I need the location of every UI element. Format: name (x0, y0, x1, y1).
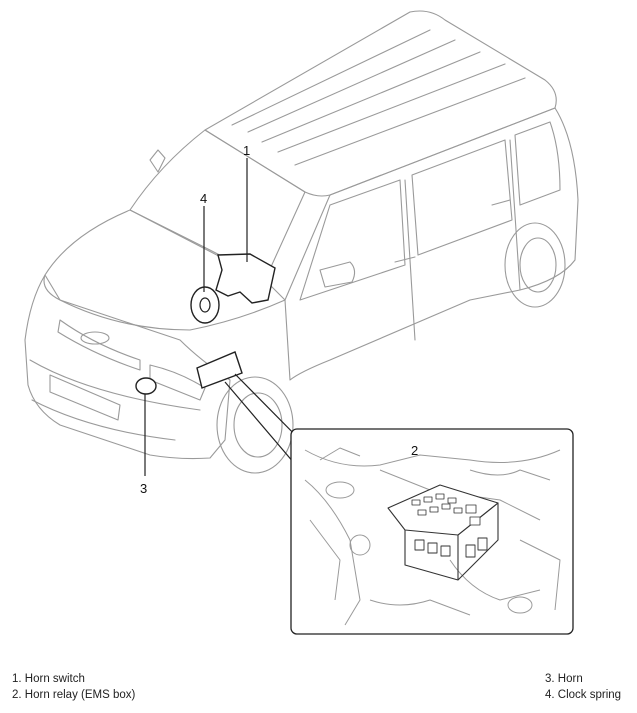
rear-wheel (504, 222, 566, 308)
legend-item-horn-switch: 1. Horn switch (12, 673, 85, 685)
door-line (509, 139, 521, 291)
lower-grille (49, 374, 121, 421)
front-wheel-inner (233, 392, 283, 458)
rear-quarter-window (514, 121, 561, 206)
door-handle (491, 199, 511, 206)
front-wheel (216, 376, 294, 474)
roof-rib (294, 77, 526, 166)
hood (43, 209, 286, 331)
bumper-line (31, 399, 176, 441)
callout-1: 1 (243, 143, 251, 158)
side-body (284, 107, 579, 381)
headlight (149, 364, 206, 401)
zoom-line (224, 381, 301, 471)
legend-item-horn: 3. Horn (545, 673, 583, 685)
vehicle-illustration (24, 10, 579, 635)
front-face (24, 274, 231, 460)
door-handle (394, 256, 416, 263)
side-mirror (319, 261, 356, 288)
upper-grille (57, 319, 141, 371)
legend-right-column: 3. Horn 4. Clock spring (545, 671, 621, 703)
kia-badge (80, 331, 110, 345)
engine-bay-detail (304, 447, 561, 626)
roof-rib (231, 29, 431, 126)
front-door-window (299, 179, 406, 301)
legend-left-column: 1. Horn switch 2. Horn relay (EMS box) (12, 671, 135, 703)
rear-wheel-inner (519, 237, 557, 293)
door-line (404, 179, 416, 341)
legend-item-horn-relay: 2. Horn relay (EMS box) (12, 689, 136, 701)
callout-3: 3 (140, 481, 148, 496)
callout-2: 2 (411, 443, 419, 458)
roof-outline (204, 10, 557, 197)
ems-box-marker (196, 351, 243, 389)
antenna (149, 149, 166, 173)
rear-door-window (411, 139, 513, 256)
callout-4: 4 (200, 191, 208, 206)
roof-rib (261, 51, 481, 143)
bumper-line (29, 359, 201, 411)
roof-rib (277, 63, 506, 153)
clock-spring-shape (190, 286, 220, 324)
clock-spring-center (199, 297, 211, 313)
horn-shape (135, 377, 157, 395)
ems-box-detail (387, 484, 499, 581)
legend-item-clock-spring: 4. Clock spring (545, 689, 622, 701)
horn-switch-shape (215, 253, 276, 304)
roof-rib (247, 39, 456, 133)
horn-components-diagram: 1 4 3 2 (24, 10, 579, 635)
